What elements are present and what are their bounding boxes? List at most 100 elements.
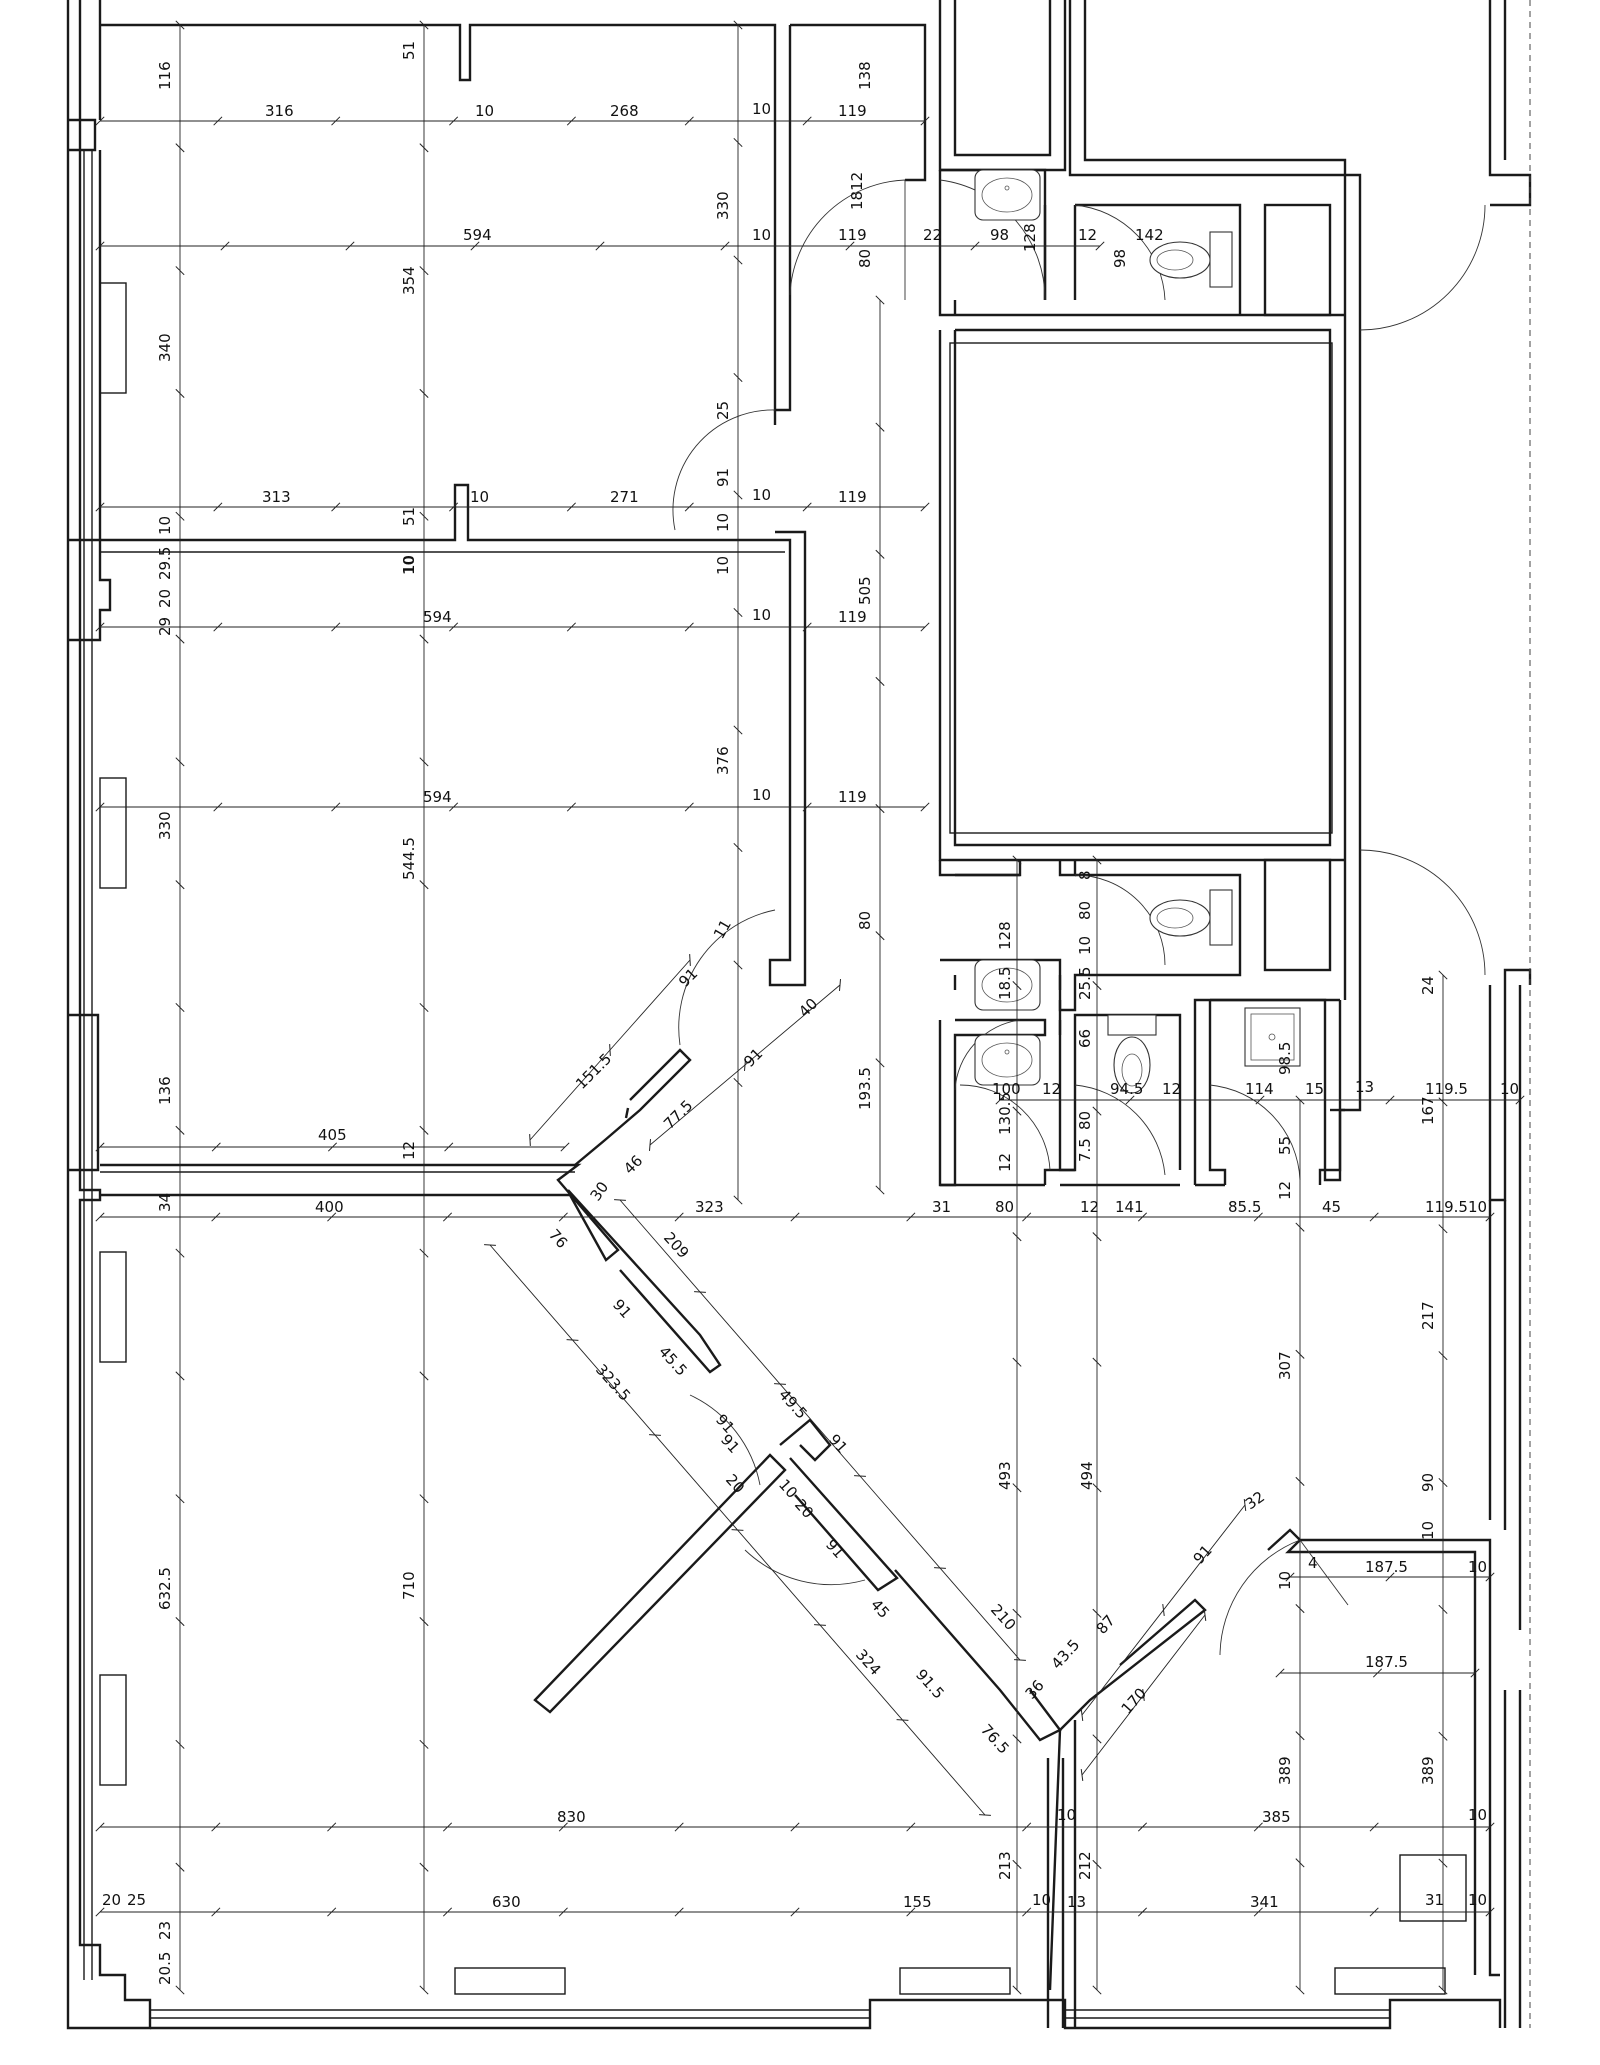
dimension-tick [327,1142,338,1152]
dimension-label: 830 [557,1808,586,1826]
dimension-label: 20.5 [156,1952,174,1985]
dimension-tick [211,1822,221,1832]
dimension-label: 36 [1022,1676,1048,1702]
dimension-tick [419,1002,429,1013]
dimension-tick [733,960,743,970]
dimension-label: 128 [996,921,1014,950]
toilet-icon [1149,889,1233,946]
dimension-tick [449,502,459,512]
dimension-tick [175,20,185,30]
dimension-label: 170 [1118,1684,1151,1717]
dimension-tick [802,116,812,126]
dimension-tick [970,241,980,251]
dimension-label: 13 [1355,1078,1374,1096]
dimension-label: 10 [475,102,494,120]
dimension-tick [684,502,694,512]
dimension-label: 330 [714,191,732,220]
dimension-tick [1095,241,1105,251]
dimension-label: 40 [795,995,821,1021]
dimension-tick [213,502,223,512]
dimension-tick [566,502,576,512]
dimension-label: 119.5 [1425,1080,1468,1098]
dimension-label: 10 [1468,1198,1487,1216]
dimension-label: 10 [714,513,732,532]
dimension-tick [442,1907,453,1917]
dimension-tick [1438,1351,1448,1361]
dimension-label: 29 [156,617,174,636]
dimension-tick [609,1044,611,1056]
dimension-label: 91 [609,1296,635,1322]
dimension-label: 354 [400,266,418,295]
dimension-tick [560,1142,570,1152]
dimension-tick [331,502,341,512]
dimension-label: 210 [987,1601,1020,1634]
dimension-label: 98 [1111,249,1129,268]
dimension-label: 34 [156,1193,174,1212]
dimension-label: 55 [1276,1136,1294,1155]
dimension-tick [733,1077,743,1088]
dimension-tick [1295,1604,1305,1614]
dimension-tick [1137,1212,1148,1222]
dimension-tick [327,1822,337,1832]
dimension-tick [733,490,743,500]
dimension-tick [327,1212,337,1222]
dimension-tick [979,1814,991,1816]
dimension-tick [733,607,743,618]
dimension-tick [1485,1572,1495,1582]
dimension-label: 98 [990,226,1009,244]
dimension-tick [419,20,429,30]
dimension-tick [733,842,743,853]
dimension-tick [566,1339,579,1341]
dimension-tick [733,137,743,148]
dimension-tick [1253,1822,1263,1832]
dimension-label: 330 [156,811,174,840]
dimension-label: 212 [1076,1851,1094,1880]
shower-tray-icon [1244,1007,1301,1067]
dimension-tick [1253,1212,1263,1222]
dimension-label: 12 [1042,1080,1061,1098]
dimension-tick [920,502,930,512]
dimension-tick [934,1567,946,1569]
dimension-tick [1275,1668,1285,1678]
dimension-tick [1438,1224,1448,1234]
dimension-label: 98.5 [1276,1042,1294,1075]
dimension-tick [175,1739,185,1749]
dimension-label: 10 [470,488,489,506]
dimension-tick [1295,1222,1305,1232]
walls [66,0,1532,2030]
dimension-label: 10 [400,555,418,574]
dimension-label: 23 [156,1921,174,1940]
dimension-tick [1012,1985,1022,1995]
dimension-tick [733,372,743,383]
dimension-tick [175,1494,185,1504]
dimension-label: 10 [1500,1080,1519,1098]
dimension-tick [1092,1859,1102,1869]
dimension-tick [1485,1212,1495,1222]
dimension-label: 22 [923,226,942,244]
dimension-tick [1092,1232,1102,1242]
dimension-tick [1295,1985,1305,1995]
dimension-tick [558,1212,568,1222]
dimension-tick [175,1862,185,1872]
dimension-tick [95,1907,105,1917]
dimension-tick [566,116,576,126]
dimension-tick [1012,1859,1022,1869]
dimension-label: 710 [400,1571,418,1600]
dimension-tick [790,1212,800,1222]
dimension-label: 544.5 [400,837,418,880]
dimension-tick [1285,1572,1295,1582]
dimension-label: 493 [996,1461,1014,1490]
dimension-label: 268 [610,102,639,120]
dimension-tick [875,422,885,432]
dimension-tick [449,802,459,812]
dimension-tick [1438,1477,1448,1488]
dimension-tick [896,1719,909,1721]
dimension-tick [1125,1095,1135,1105]
dimension-tick [1092,1985,1102,1995]
dimension-label: 12 [996,1153,1014,1172]
dimension-tick [802,502,812,512]
dimension-tick [419,1125,429,1135]
dimension-tick [649,1434,661,1436]
dimension-tick [838,979,842,991]
